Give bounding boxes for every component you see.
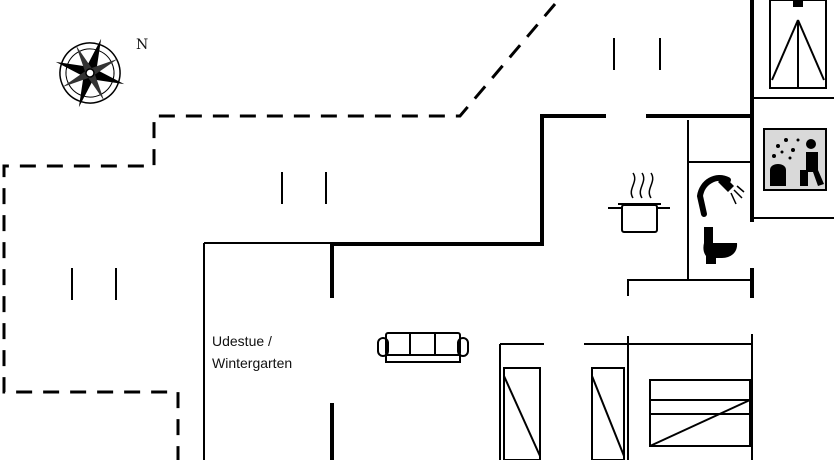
- shower-cabin: [769, 0, 827, 89]
- double-bed-icon: [649, 379, 751, 447]
- opening-markers: [71, 38, 661, 300]
- sauna-icon: [763, 128, 827, 191]
- exterior-walls: [330, 0, 754, 460]
- compass-north-label: N: [136, 37, 148, 53]
- shower-icon: [696, 175, 745, 217]
- cooking-pot-icon: [608, 172, 670, 233]
- sofa-icon: [377, 332, 469, 363]
- room-label-udestue: Udestue / Wintergarten: [212, 330, 292, 374]
- terrace-boundary: [2, 3, 557, 460]
- room-label-line-2: Wintergarten: [212, 355, 293, 371]
- room-label-line-1: Udestue /: [212, 333, 272, 349]
- interior-walls: [203, 97, 834, 460]
- single-bed-icon: [503, 367, 625, 460]
- toilet-icon: [703, 227, 738, 264]
- compass-rose-icon: [55, 38, 125, 108]
